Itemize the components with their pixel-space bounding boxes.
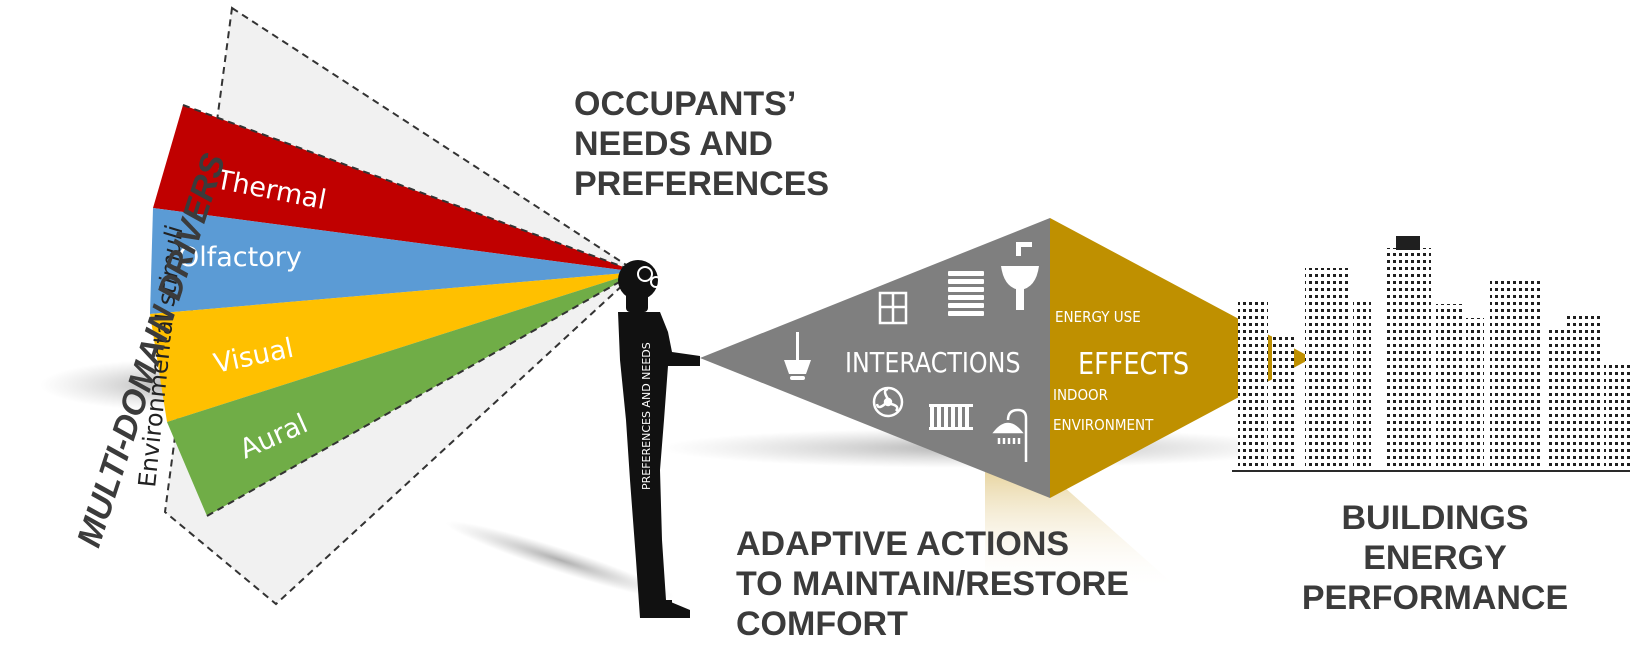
- needs-heading: OCCUPANTS’ NEEDS AND PREFERENCES: [574, 84, 829, 204]
- needs-heading-line3: PREFERENCES: [574, 165, 830, 203]
- actions-heading: ADAPTIVE ACTIONS TO MAINTAIN/RESTORE COM…: [736, 524, 1129, 644]
- shower-icon: [992, 408, 1028, 462]
- fan-icon: [872, 386, 904, 418]
- needs-heading-line2: NEEDS AND: [574, 125, 773, 163]
- buildings-heading-line1: BUILDINGS: [1341, 499, 1529, 537]
- radiator-icon: [929, 404, 973, 430]
- energy-use-label: ENERGY USE: [1055, 309, 1141, 326]
- band-olfactory: [150, 208, 637, 314]
- actions-heading-line2: TO MAINTAIN/RESTORE: [736, 565, 1129, 603]
- needs-heading-line1: OCCUPANTS’: [574, 85, 797, 123]
- window-icon: [878, 291, 908, 325]
- interactions-label: INTERACTIONS: [845, 347, 1021, 379]
- band-visual: [150, 272, 637, 422]
- effects-label: EFFECTS: [1078, 346, 1189, 382]
- band-label-olfactory: Olfactory: [178, 242, 302, 273]
- environment-label: ENVIRONMENT: [1053, 417, 1154, 434]
- buildings-heading-line3: PERFORMANCE: [1301, 579, 1569, 617]
- effects-half: [1050, 218, 1312, 498]
- person-label: PREFERENCES AND NEEDS: [640, 342, 653, 490]
- city-skyline-icon: [1232, 236, 1630, 472]
- band-aural: [167, 272, 637, 516]
- actions-heading-line1: ADAPTIVE ACTIONS: [736, 525, 1070, 563]
- stimuli-fan: Thermal Olfactory Visual Aural: [150, 6, 639, 606]
- sink-icon: [1001, 242, 1039, 310]
- interaction-diamond: INTERACTIONS EFFECTS ENERGY USE INDOOR E…: [700, 218, 1312, 498]
- indoor-label: INDOOR: [1053, 387, 1108, 404]
- person-silhouette: PREFERENCES AND NEEDS: [618, 260, 700, 618]
- lamp-icon: [784, 332, 811, 380]
- band-thermal: [153, 105, 637, 272]
- blinds-icon: [948, 271, 984, 316]
- buildings-heading: BUILDINGS ENERGY PERFORMANCE: [1270, 498, 1600, 618]
- buildings-heading-line2: ENERGY: [1363, 539, 1507, 577]
- actions-heading-line3: COMFORT: [736, 605, 908, 643]
